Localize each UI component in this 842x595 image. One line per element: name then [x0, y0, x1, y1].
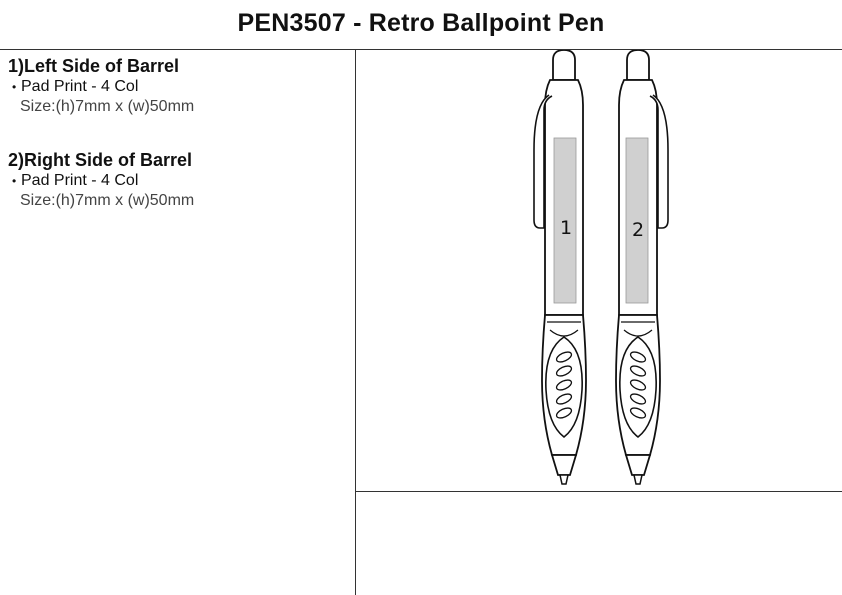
spec-heading: 1)Left Side of Barrel — [8, 56, 180, 76]
pen-right-view: 2 — [615, 50, 669, 485]
spec-left-side: 1)Left Side of Barrel • Pad Print - 4 Col… — [8, 55, 194, 117]
print-area-1 — [553, 137, 577, 304]
spec-right-side: 2)Right Side of Barrel • Pad Print - 4 Co… — [8, 149, 194, 211]
bullet-icon: • — [12, 174, 17, 188]
page-title: PEN3507 - Retro Ballpoint Pen — [237, 9, 605, 37]
print-area-2 — [625, 137, 649, 304]
spec-heading: 2)Right Side of Barrel — [8, 150, 193, 170]
pen-label: 2 — [632, 219, 644, 241]
print-size: Size:(h)7mm x (w)50mm — [20, 98, 195, 115]
diagram-bottom-divider — [355, 491, 842, 492]
pen-left-view: 1 — [533, 50, 587, 485]
print-method: Pad Print - 4 Col — [21, 78, 139, 95]
print-method: Pad Print - 4 Col — [21, 172, 139, 189]
pen-diagram: 1 2 — [533, 50, 669, 485]
pen-label: 1 — [560, 217, 572, 239]
header-divider — [0, 49, 842, 50]
bullet-icon: • — [12, 80, 17, 94]
print-size: Size:(h)7mm x (w)50mm — [20, 192, 195, 209]
column-divider — [355, 49, 356, 595]
